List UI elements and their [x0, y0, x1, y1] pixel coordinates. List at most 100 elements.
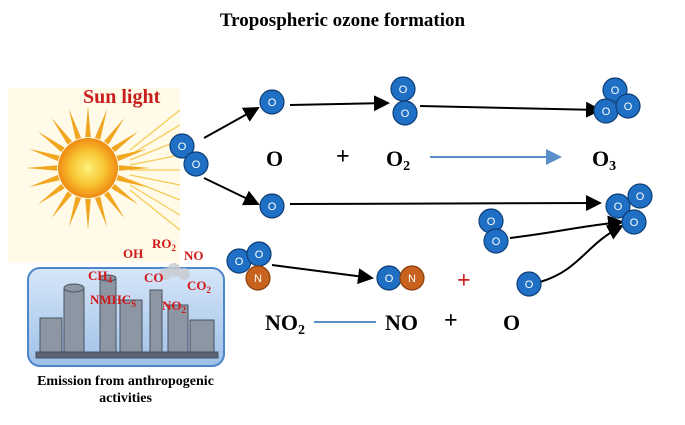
sun-ray-spike: [103, 117, 125, 145]
o3-atom: O: [615, 93, 641, 119]
sun-ray-spike: [111, 131, 139, 153]
oxygen-atom-right-label: O: [525, 279, 534, 291]
o2-atom-label: O: [399, 84, 408, 96]
eq1-plus: +: [336, 144, 350, 170]
o3-atom-label: O: [624, 101, 633, 113]
chem-ro2: RO2: [152, 236, 176, 253]
no2-oxygen-atom-label: O: [255, 249, 264, 261]
arrow-photolysis-lower: [203, 177, 260, 206]
no2-oxygen-atom-label: O: [235, 256, 244, 268]
o2-molecule-atom: O: [169, 133, 195, 159]
chem-co: CO: [144, 270, 164, 285]
o2-right-atom: O: [478, 208, 504, 234]
smoke-cloud: [159, 263, 190, 280]
no2-nitrogen-atom-label: N: [254, 273, 262, 285]
oxygen-atom-right: O: [516, 271, 542, 297]
oxygen-atom-lower: O: [259, 193, 285, 219]
eq2-plus: +: [444, 308, 458, 334]
oxygen-atom-right-circle: [516, 271, 542, 297]
o3-lower-atom-label: O: [630, 217, 639, 229]
o2-right-atom-label: O: [492, 236, 501, 248]
o2-atom: O: [392, 100, 418, 126]
eq2-o-label: O: [503, 310, 521, 335]
sun-ray-spike: [111, 183, 139, 205]
oxygen-atom-lower-label: O: [268, 201, 277, 213]
o3-lower-atom-circle: [605, 193, 631, 219]
sun-ray-spike: [116, 148, 147, 162]
sun-ray-spike: [37, 131, 65, 153]
arrow-no2-to-no: [271, 264, 374, 285]
o2-atom: O: [390, 76, 416, 102]
sun-ray-spike: [103, 191, 125, 219]
o3-atom-label: O: [611, 85, 620, 97]
no-oxygen-atom: O: [376, 265, 402, 291]
o2-molecule-atom-circle: [169, 133, 195, 159]
o2-molecule-atom-circle: [183, 151, 209, 177]
o3-lower-atom-circle: [627, 183, 653, 209]
arrow-o-to-o3-curved: [539, 225, 624, 283]
sun-ray-spike: [118, 165, 150, 171]
arrow-photolysis-upper: [203, 107, 260, 139]
arrow-o2-to-o3-curved: [509, 215, 624, 239]
sun-ray-spike: [51, 191, 73, 219]
oxygen-atom-lower-circle: [259, 193, 285, 219]
chem-co2: CO2: [187, 278, 211, 295]
eq1-o2-label: O2: [386, 146, 411, 174]
o3-lower-atom: O: [621, 209, 647, 235]
no-nitrogen-atom-label: N: [408, 273, 416, 285]
eq2-red-plus: +: [457, 268, 471, 294]
no-nitrogen-atom: N: [399, 265, 425, 291]
sun-label: Sun light: [83, 86, 161, 108]
sun-ray-spike: [85, 106, 91, 138]
oxygen-atom-upper-label: O: [268, 97, 277, 109]
no-oxygen-atom-label: O: [385, 273, 394, 285]
no2-oxygen-atom: O: [246, 241, 272, 267]
sun-ray-spike: [94, 109, 108, 140]
o2-right-atom-label: O: [487, 216, 496, 228]
sun-ray-spike: [116, 174, 147, 188]
sun-ray-spike: [51, 117, 73, 145]
o3-lower-atom-label: O: [614, 201, 623, 213]
arrow-o-to-o3-lower: [289, 195, 602, 212]
o3-lower-atom: O: [627, 183, 653, 209]
sun-ray-spike: [29, 174, 60, 188]
o2-right-atom: O: [483, 228, 509, 254]
chem-no2-emission: NO2: [162, 298, 186, 315]
sun-panel: [8, 88, 181, 263]
chem-no: NO: [184, 248, 204, 263]
oxygen-atom-upper-circle: [259, 89, 285, 115]
chem-ch4: CH4: [88, 268, 112, 285]
sun-rays: [129, 109, 181, 231]
oxygen-atom-upper: O: [259, 89, 285, 115]
sun-ray-spike: [68, 109, 82, 140]
sun-ray-spike: [94, 196, 108, 227]
sun-icon: [26, 106, 150, 230]
o3-atom-label: O: [602, 106, 611, 118]
o2-molecule-atom-label: O: [192, 159, 201, 171]
chem-nmhcs: NMHCS: [90, 292, 137, 309]
sun-ray-spike: [26, 165, 58, 171]
o3-lower-atom-label: O: [636, 191, 645, 203]
o2-atom-circle: [392, 100, 418, 126]
eq2-no-label: NO: [385, 310, 418, 335]
sun-disc: [58, 138, 118, 198]
page-title: Tropospheric ozone formation: [219, 10, 466, 31]
factory-icon: [35, 274, 219, 359]
reaction-arrows: [203, 95, 624, 323]
eq1-o-label: O: [266, 146, 284, 171]
no-nitrogen-atom-circle: [399, 265, 425, 291]
sun-ray-spike: [29, 148, 60, 162]
o2-atom-label: O: [401, 108, 410, 120]
arrow-o2-to-o3: [419, 101, 602, 118]
chem-oh: OH: [123, 246, 144, 261]
sun-ray-spike: [85, 198, 91, 230]
o3-atom: O: [593, 98, 619, 124]
eq1-o3-label: O3: [592, 146, 617, 174]
o2-right-atom-circle: [483, 228, 509, 254]
o3-atom-circle: [615, 93, 641, 119]
eq2-no2-label: NO2: [265, 310, 305, 338]
o2-molecule-atom: O: [183, 151, 209, 177]
o3-lower-atom: O: [605, 193, 631, 219]
